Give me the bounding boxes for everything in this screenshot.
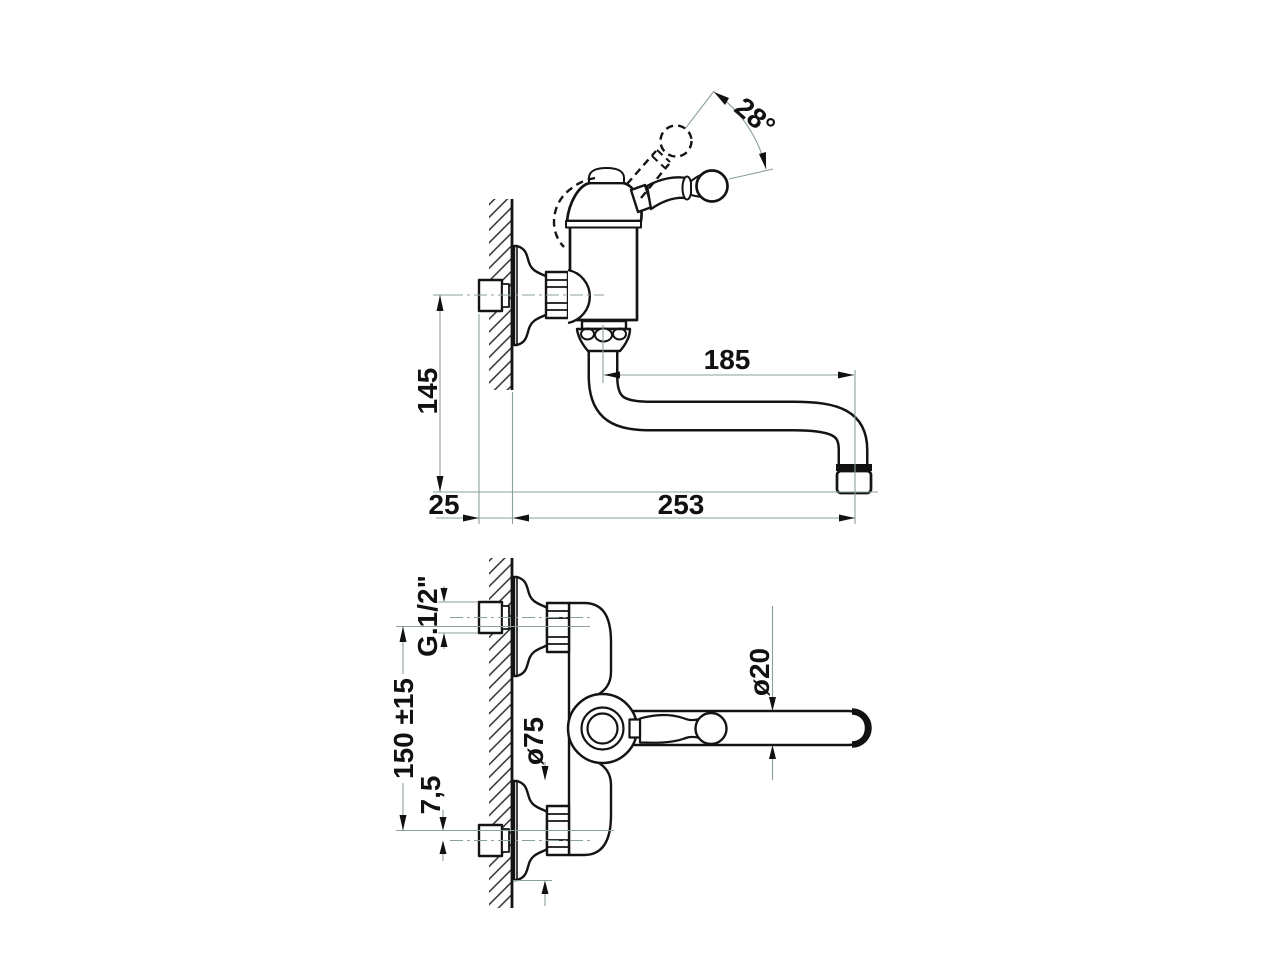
arrow-offset-top [439,817,447,831]
phantom-ring [651,149,671,169]
top-cap [588,167,625,184]
faucet-body [567,225,639,325]
arrow-centers-bottom [399,815,407,831]
dome-base-ring [565,220,642,229]
arrow-185-left [604,371,620,379]
dome [565,181,643,223]
collar-lobe-right [612,327,627,341]
dim-flange-diameter: ø75 [518,717,549,765]
arrow-angle-top [714,92,729,105]
dim-handle-angle: 28° [729,91,781,142]
arrow-253-right [839,514,855,522]
dim-thread-size: G.1/2" [412,575,443,657]
arrow-25-right [513,514,529,522]
angle-rays [684,90,774,180]
arrow-centers-top [399,626,407,642]
dim-wall-clearance: 25 [428,489,459,520]
dim-connection-centers: 150 ±15 [388,678,419,779]
dimensions-plan-view: G.1/2" 150 ±15 7,5 ø75 ø20 [388,575,776,906]
phantom-shaft [626,150,670,199]
union-nut-top-plan [545,601,571,654]
dim-eccentric-offset: 7,5 [415,776,446,815]
aerator-band [836,464,872,471]
dimensions-side-view: 145 185 25 253 28° [412,90,878,524]
aerator-plan [851,708,872,748]
lever-neck-plan [628,718,642,739]
swivel-collar [575,319,632,353]
lever-ball-plan [694,711,728,746]
arrow-offset-bottom [439,840,447,854]
aerator [835,464,873,495]
arrow-145-top [436,295,444,311]
arrow-flange-top [541,766,549,781]
dim-spout-diameter: ø20 [744,648,775,696]
spout [587,344,869,466]
dim-overall-projection: 253 [658,489,705,520]
arrow-thread-bottom [440,633,448,647]
side-view [477,124,873,495]
wall-hatching-plan [489,558,511,908]
cartridge-ring-inner [586,712,619,745]
arrow-angle-bottom [759,152,766,169]
arrow-145-bottom [436,476,444,492]
extension-lines [433,294,878,524]
extension-lines-plan [396,601,614,882]
dim-spout-projection: 185 [704,344,751,375]
arrow-185-right [838,371,854,379]
arrow-tube-bottom [769,745,776,759]
phantom-arc [552,176,596,248]
bonnet [565,167,643,229]
arrow-thread-top [440,588,448,602]
arrow-flange-bottom [541,880,549,894]
arrow-25-left [463,514,479,522]
spout-inner [590,344,866,464]
arrow-tube-top [769,697,776,711]
collar-lobe-left [580,327,595,341]
dim-height-to-outlet: 145 [412,368,443,415]
raised-handle-phantom [552,124,693,248]
lever-handle [629,169,729,214]
nut-ribs [547,279,567,311]
handle-ball [695,169,729,203]
phantom-ball [659,124,693,158]
lever-plan [628,711,728,746]
inlet-boss-arc [567,268,592,325]
